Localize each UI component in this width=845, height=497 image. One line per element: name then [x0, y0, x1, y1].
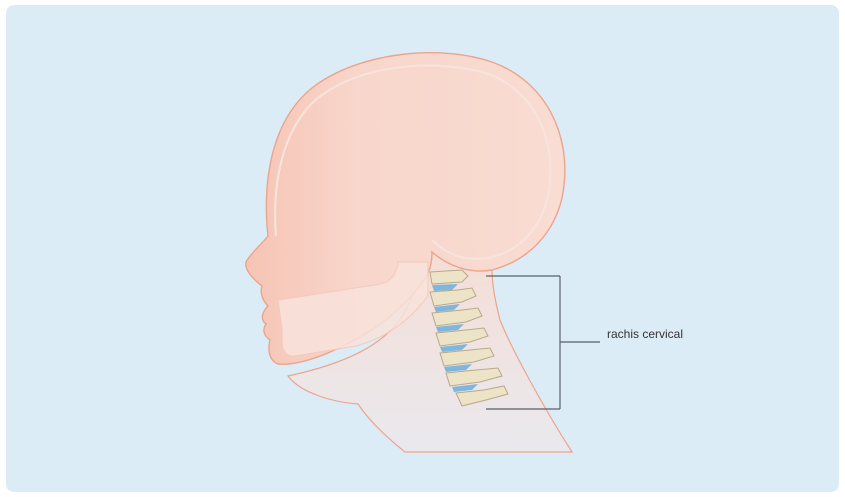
rachis-cervical-label: rachis cervical	[607, 327, 683, 341]
vertebra-c1	[430, 270, 468, 284]
